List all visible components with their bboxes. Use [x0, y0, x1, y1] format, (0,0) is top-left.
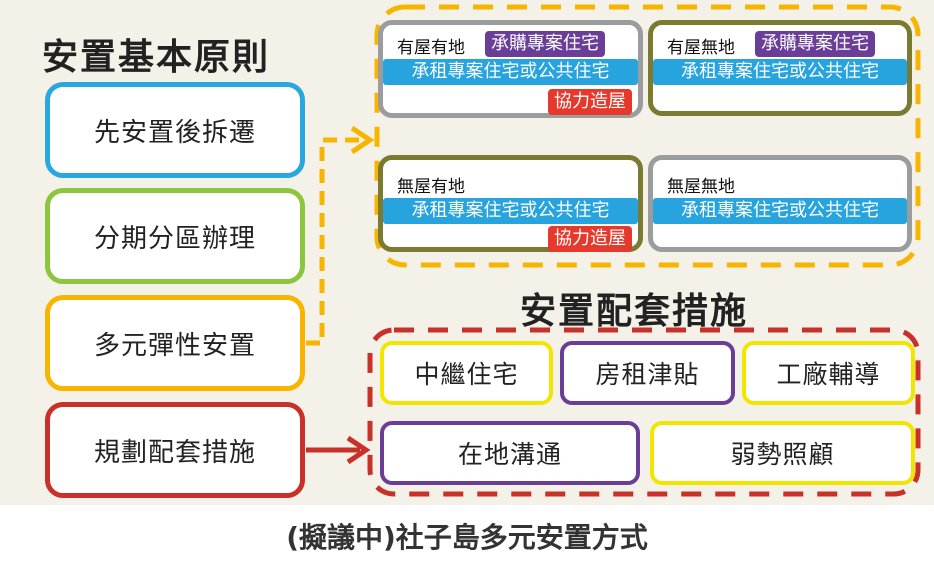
rent-tag: 承租專案住宅或公共住宅 — [653, 59, 907, 85]
connectors — [306, 4, 921, 497]
build-tag: 協力造屋 — [548, 89, 632, 115]
measure-item: 中繼住宅 — [380, 341, 553, 405]
case-card-house-noland: 有屋無地 承購專案住宅 承租專案住宅或公共住宅 — [648, 20, 912, 116]
case-card-nohouse-land: 無屋有地 承租專案住宅或公共住宅 協力造屋 — [378, 155, 643, 252]
principle-2: 分期分區辦理 — [45, 188, 305, 284]
case-label: 無屋有地 — [397, 177, 465, 197]
principles-title: 安置基本原則 — [42, 37, 271, 78]
measures-group-border — [367, 327, 921, 497]
red-arrow-head-icon — [346, 435, 371, 465]
measure-item: 弱勢照顧 — [650, 421, 915, 485]
principle-3: 多元彈性安置 — [45, 295, 305, 391]
measure-item: 房租津貼 — [560, 341, 735, 405]
principle-4: 規劃配套措施 — [45, 402, 305, 498]
measures-title: 安置配套措施 — [520, 291, 749, 332]
caption: (擬議中)社子島多元安置方式 — [286, 521, 648, 554]
yellow-arrow-line — [306, 137, 362, 346]
case-label: 無屋無地 — [667, 177, 735, 197]
build-tag: 協力造屋 — [548, 226, 632, 252]
rent-tag: 承租專案住宅或公共住宅 — [383, 59, 638, 85]
housing-options-group-border — [374, 4, 921, 268]
buy-tag: 承購專案住宅 — [485, 31, 605, 57]
case-card-nohouse-noland: 無屋無地 承租專案住宅或公共住宅 — [648, 155, 912, 252]
case-label: 有屋無地 — [667, 38, 735, 58]
yellow-arrow-head-icon — [350, 125, 375, 155]
case-label: 有屋有地 — [397, 38, 465, 58]
measure-item: 工廠輔導 — [742, 341, 915, 405]
principle-1: 先安置後拆遷 — [45, 82, 305, 178]
buy-tag: 承購專案住宅 — [755, 31, 875, 57]
case-card-house-land: 有屋有地 承購專案住宅 承租專案住宅或公共住宅 協力造屋 — [378, 20, 643, 118]
measure-item: 在地溝通 — [380, 421, 640, 485]
rent-tag: 承租專案住宅或公共住宅 — [653, 198, 907, 224]
rent-tag: 承租專案住宅或公共住宅 — [383, 198, 638, 224]
